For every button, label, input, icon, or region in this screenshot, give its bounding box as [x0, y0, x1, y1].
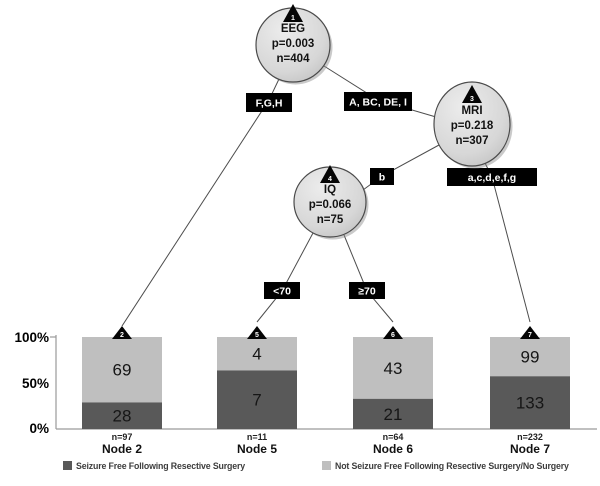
- node-p-value: p=0.066: [309, 199, 352, 211]
- bar-n-label: n=64: [383, 432, 404, 442]
- bar-segment-not-seizure-free: [217, 337, 297, 371]
- bar-node-6: 43 21 6 n=64 Node 6: [353, 326, 433, 456]
- branch-label-box: [370, 168, 394, 185]
- y-tick-label-0: 0%: [29, 421, 49, 436]
- leaf-marker-triangle: [247, 326, 267, 339]
- bar-value-light: 4: [252, 345, 261, 364]
- y-tick-label-100: 100%: [14, 330, 49, 345]
- node-ellipse: [433, 81, 511, 167]
- bar-category-label: Node 6: [373, 442, 413, 456]
- branch-label-b: b: [370, 168, 394, 185]
- bar-segment-seizure-free: [353, 398, 433, 429]
- bar-segment-not-seizure-free: [82, 337, 162, 403]
- branch-label-box: [447, 168, 537, 186]
- leaf-marker-triangle: [520, 326, 540, 339]
- node-eeg: EEG p=0.003 n=404 1: [255, 4, 333, 85]
- node-marker-number: 1: [291, 15, 295, 22]
- edge-iq-node5: [256, 232, 314, 323]
- node-marker-triangle: [320, 165, 340, 183]
- bar-n-label: n=11: [247, 432, 267, 442]
- legend-swatch-not-seizure-free: [322, 461, 331, 470]
- node-iq: IQ p=0.066 n=75 4: [293, 165, 369, 240]
- branch-label-text: a,c,d,e,f,g: [468, 172, 516, 184]
- leaf-marker-number: 7: [528, 332, 532, 339]
- bar-segment-seizure-free: [82, 402, 162, 429]
- bar-value-dark: 21: [384, 405, 403, 424]
- edge-eeg-node2: [121, 78, 280, 327]
- bar-node-5: 4 7 5 n=11 Node 5: [217, 326, 297, 456]
- branch-label-text: F,G,H: [256, 98, 283, 110]
- node-mri: MRI p=0.218 n=307 3: [433, 81, 513, 169]
- edge-iq-node6: [343, 234, 394, 323]
- leaf-marker-number: 6: [391, 332, 395, 339]
- bar-node-7: 99 133 7 n=232 Node 7: [490, 326, 570, 456]
- legend-label-seizure-free: Seizure Free Following Resective Surgery: [76, 461, 245, 471]
- node-label: IQ: [324, 184, 336, 196]
- node-n-value: n=75: [317, 214, 344, 226]
- legend-label-not-seizure-free: Not Seizure Free Following Resective Sur…: [335, 461, 569, 471]
- bar-node-2: 69 28 2 n=97 Node 2: [82, 326, 162, 456]
- bar-value-dark: 133: [516, 394, 544, 413]
- branch-label-lt70: <70: [264, 282, 300, 299]
- bar-value-light: 69: [113, 361, 132, 380]
- y-tick-label-50: 50%: [22, 376, 49, 391]
- bar-segment-not-seizure-free: [353, 337, 433, 399]
- leaf-marker-number: 5: [255, 332, 259, 339]
- leaf-marker-triangle: [112, 326, 132, 339]
- node-marker-triangle: [462, 85, 482, 103]
- branch-label-acdefg: a,c,d,e,f,g: [447, 168, 537, 186]
- branch-label-box: [246, 93, 292, 112]
- branch-label-text: b: [379, 172, 385, 184]
- bar-n-label: n=232: [517, 432, 543, 442]
- branch-label-box: [344, 92, 412, 111]
- branch-label-box: [264, 282, 300, 299]
- leaf-marker-number: 2: [120, 332, 124, 339]
- bar-segment-seizure-free: [217, 370, 297, 429]
- bar-value-light: 43: [384, 359, 403, 378]
- bar-category-label: Node 7: [510, 442, 550, 456]
- branch-label-text: A, BC, DE, I: [349, 97, 407, 109]
- leaf-marker-triangle: [383, 326, 403, 339]
- bar-value-dark: 7: [252, 391, 261, 410]
- bar-value-dark: 28: [113, 407, 132, 426]
- branch-label-text: <70: [273, 286, 291, 298]
- node-label: MRI: [461, 105, 482, 117]
- node-n-value: n=404: [277, 53, 311, 65]
- node-label: EEG: [281, 23, 305, 35]
- legend: Seizure Free Following Resective Surgery…: [63, 461, 569, 471]
- bar-n-label: n=97: [112, 432, 133, 442]
- node-marker-number: 4: [328, 176, 332, 183]
- bar-value-light: 99: [521, 348, 540, 367]
- bar-segment-seizure-free: [490, 376, 570, 429]
- node-marker-number: 3: [470, 96, 474, 103]
- node-n-value: n=307: [456, 135, 489, 147]
- branch-label-fgh: F,G,H: [246, 93, 292, 112]
- legend-swatch-seizure-free: [63, 461, 72, 470]
- node-p-value: p=0.218: [451, 120, 494, 132]
- bar-segment-not-seizure-free: [490, 337, 570, 377]
- branch-label-ge70: ≥70: [349, 282, 385, 299]
- branch-label-text: ≥70: [358, 286, 376, 298]
- node-marker-triangle: [283, 4, 303, 22]
- edge-mri-node7: [484, 162, 531, 323]
- node-p-value: p=0.003: [272, 38, 315, 50]
- branch-label-abcdei: A, BC, DE, I: [344, 92, 412, 111]
- branch-label-box: [349, 282, 385, 299]
- bar-category-label: Node 5: [237, 442, 277, 456]
- bar-category-label: Node 2: [102, 442, 142, 456]
